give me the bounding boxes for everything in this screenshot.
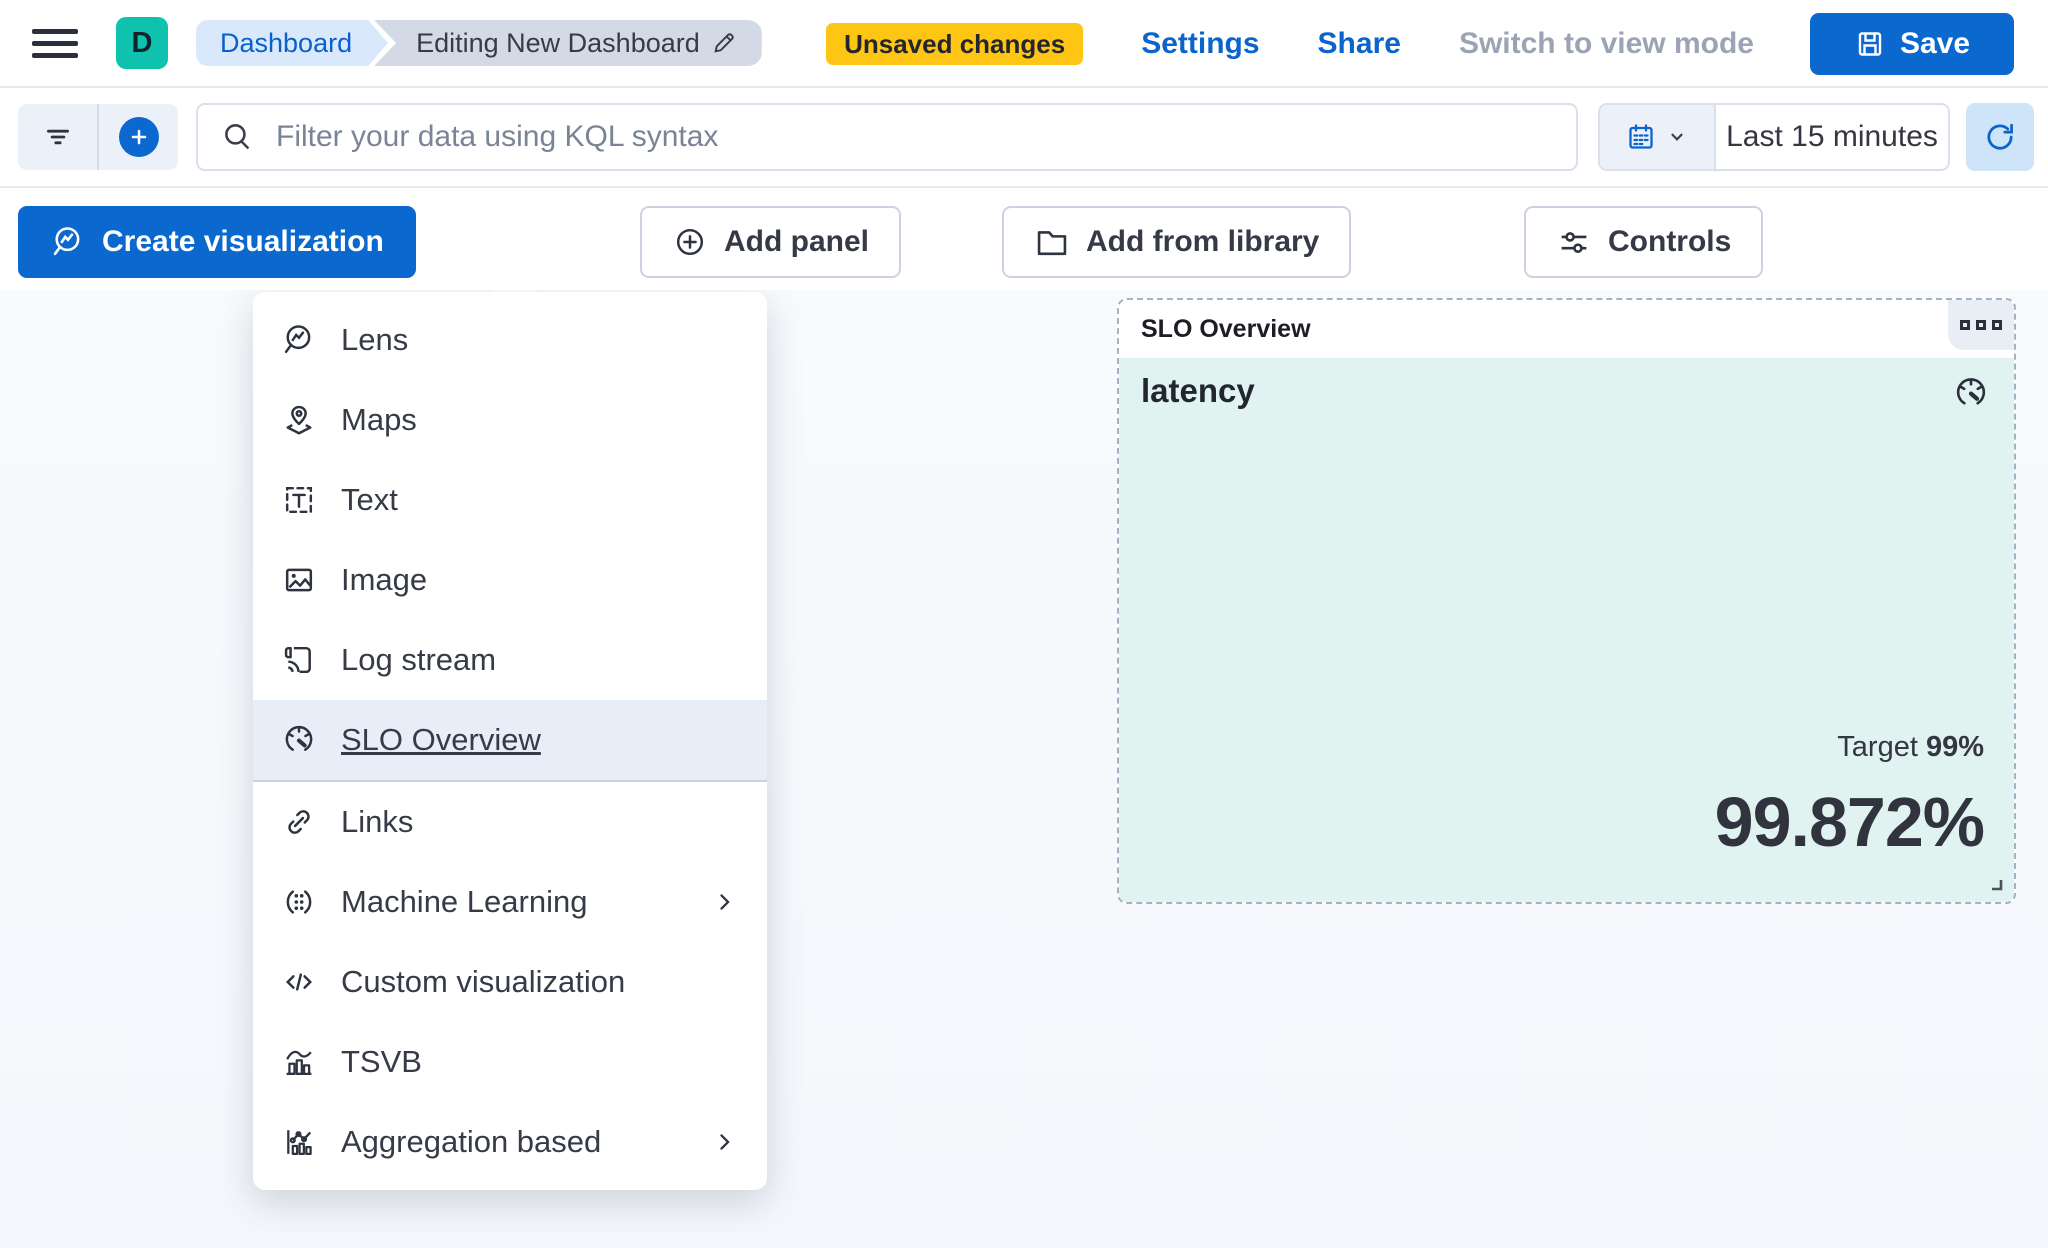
text-icon — [281, 482, 317, 518]
save-button[interactable]: Save — [1810, 13, 2014, 75]
create-visualization-button[interactable]: Create visualization — [18, 206, 416, 278]
avatar[interactable]: D — [116, 17, 168, 69]
save-button-label: Save — [1899, 27, 1971, 60]
top-navigation-bar: D Dashboard Editing New Dashboard Unsave… — [0, 0, 2048, 88]
save-icon — [1858, 32, 1882, 56]
gauge-icon — [1952, 374, 1990, 412]
menu-item-label: Lens — [341, 322, 409, 357]
add-filter-button[interactable] — [97, 104, 178, 170]
chevron-right-icon — [711, 1128, 739, 1156]
menu-item-label: Log stream — [341, 642, 497, 677]
create-visualization-label: Create visualization — [102, 225, 384, 258]
menu-item-aggregation-based[interactable]: Aggregation based — [253, 1102, 767, 1182]
tsvb-icon — [281, 1044, 317, 1080]
menu-item-label: Text — [341, 482, 398, 517]
controls-sliders-icon — [1561, 232, 1587, 253]
lens-icon — [281, 322, 317, 358]
edit-toolbar: Create visualization Add panel Add from … — [0, 190, 2048, 290]
pencil-icon — [714, 33, 734, 53]
log-stream-icon — [281, 642, 317, 678]
code-icon — [281, 964, 317, 1000]
filter-icon — [46, 129, 69, 145]
add-from-library-button[interactable]: Add from library — [1002, 206, 1352, 278]
time-range-value[interactable]: Last 15 minutes — [1726, 120, 1938, 153]
menu-item-maps[interactable]: Maps — [253, 380, 767, 460]
menu-item-tsvb[interactable]: TSVB — [253, 1022, 767, 1102]
filter-button[interactable] — [18, 104, 97, 170]
slo-value: 99.872% — [1714, 783, 1985, 861]
panel-resize-handle[interactable] — [1984, 872, 2006, 894]
search-icon — [225, 124, 249, 149]
menu-divider — [253, 780, 767, 782]
image-icon — [281, 562, 317, 598]
filter-controls — [18, 104, 178, 170]
slo-target: Target 99% — [1837, 731, 1984, 764]
refresh-button[interactable] — [1966, 103, 2034, 171]
menu-item-label: SLO Overview — [341, 722, 541, 757]
menu-item-image[interactable]: Image — [253, 540, 767, 620]
switch-to-view-mode-link[interactable]: Switch to view mode — [1458, 27, 1754, 60]
settings-link[interactable]: Settings — [1141, 27, 1260, 60]
controls-button[interactable]: Controls — [1524, 206, 1764, 278]
panel-header-title: SLO Overview — [1141, 314, 1311, 343]
machine-learning-icon — [281, 884, 317, 920]
refresh-icon — [1987, 123, 2013, 150]
add-from-library-label: Add from library — [1086, 225, 1320, 258]
maps-icon — [281, 402, 317, 438]
slo-target-label: Target — [1837, 731, 1918, 763]
breadcrumb-dashboard[interactable]: Dashboard — [196, 20, 388, 66]
menu-item-label: TSVB — [341, 1044, 422, 1079]
slo-name: latency — [1141, 372, 1255, 409]
query-bar: Last 15 minutes — [0, 88, 2048, 188]
panel-options-button[interactable] — [1948, 300, 2014, 350]
calendar-icon — [1629, 124, 1653, 149]
link-icon — [281, 804, 317, 840]
breadcrumb-editing-dashboard[interactable]: Editing New Dashboard — [374, 20, 762, 66]
boxes-horizontal-icon — [1960, 320, 1970, 330]
menu-item-slo-overview[interactable]: SLO Overview — [253, 700, 767, 780]
menu-item-lens[interactable]: Lens — [253, 300, 767, 380]
chevron-down-icon — [1671, 133, 1683, 141]
breadcrumb-editing-label: Editing New Dashboard — [416, 27, 700, 58]
plus-circle-icon — [118, 117, 159, 157]
menu-item-machine-learning[interactable]: Machine Learning — [253, 862, 767, 942]
plus-in-circle-icon — [676, 228, 704, 256]
menu-item-custom-visualization[interactable]: Custom visualization — [253, 942, 767, 1022]
menu-item-label: Custom visualization — [341, 964, 626, 999]
top-actions: Unsaved changes Settings Share Switch to… — [826, 0, 2048, 88]
folder-icon — [1037, 231, 1067, 256]
menu-item-text[interactable]: Text — [253, 460, 767, 540]
date-quick-select-button[interactable] — [1600, 105, 1716, 169]
share-link[interactable]: Share — [1317, 27, 1401, 60]
menu-item-label: Maps — [341, 402, 417, 437]
menu-item-label: Links — [341, 804, 414, 839]
kql-search-input[interactable] — [276, 120, 1554, 154]
breadcrumb: Dashboard Editing New Dashboard — [196, 20, 762, 66]
time-range-picker: Last 15 minutes — [1598, 103, 1950, 171]
slo-target-value: 99% — [1925, 731, 1984, 763]
kql-search-bar — [196, 103, 1578, 171]
slo-overview-panel[interactable]: SLO Overview latency Target 99% 99.872% — [1117, 298, 2016, 904]
menu-item-links[interactable]: Links — [253, 782, 767, 862]
menu-item-label: Image — [341, 562, 428, 597]
add-panel-button[interactable]: Add panel — [640, 206, 902, 278]
unsaved-changes-badge: Unsaved changes — [826, 23, 1084, 65]
lens-icon — [53, 227, 80, 256]
gauge-icon — [281, 722, 317, 758]
add-panel-label: Add panel — [724, 225, 870, 258]
panel-header: SLO Overview — [1119, 300, 2014, 358]
chevron-right-icon — [711, 888, 739, 916]
menu-item-log-stream[interactable]: Log stream — [253, 620, 767, 700]
controls-label: Controls — [1608, 225, 1732, 258]
slo-panel-body: latency Target 99% 99.872% — [1119, 358, 2014, 902]
aggregation-icon — [281, 1124, 317, 1160]
menu-item-label: Machine Learning — [341, 884, 588, 919]
menu-hamburger-icon[interactable] — [32, 23, 78, 63]
add-panel-menu: Lens Maps Text — [253, 292, 767, 1190]
menu-item-label: Aggregation based — [341, 1124, 602, 1159]
